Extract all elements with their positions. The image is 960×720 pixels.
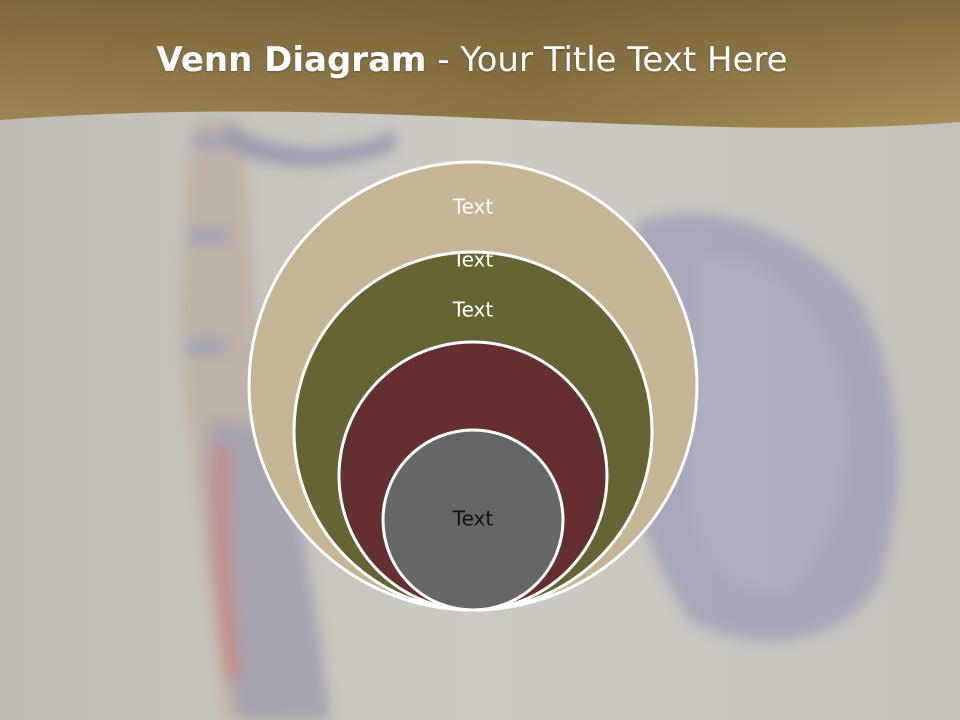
venn-inner-circle	[381, 428, 565, 612]
title-rest-part: - Your Title Text Here	[426, 40, 788, 80]
header-band	[0, 0, 960, 128]
venn-inner-circle-label: Text	[452, 507, 494, 531]
venn-second-circle-label: Text	[452, 248, 494, 272]
venn-third-circle-label: Text	[452, 298, 494, 322]
venn-circles	[247, 160, 699, 612]
slide-title: Venn Diagram - Your Title Text Here	[0, 40, 944, 80]
title-bold-part: Venn Diagram	[156, 40, 427, 80]
venn-outer-circle-label: Text	[452, 195, 494, 219]
